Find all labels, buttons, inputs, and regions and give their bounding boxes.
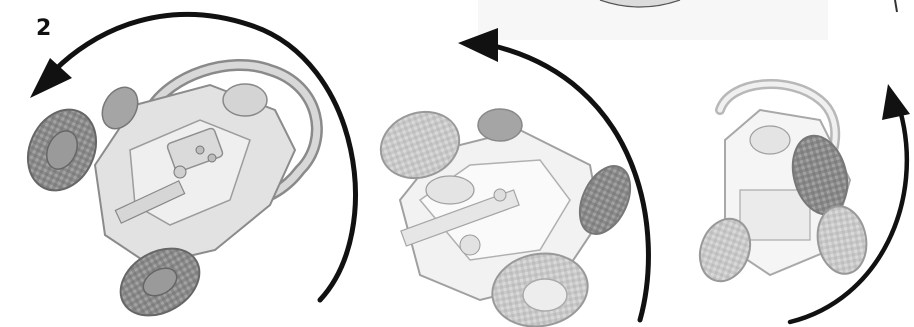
- wheel: [491, 252, 589, 327]
- rotation-arrow-icon: [30, 12, 358, 303]
- wheel: [26, 108, 98, 192]
- rotation-arrow-icon: [787, 84, 910, 325]
- wheel: [578, 165, 632, 235]
- step-number: 2: [36, 16, 52, 41]
- rotation-arrow-icon: [458, 28, 651, 323]
- wheel: [477, 108, 523, 142]
- buggy-view-1: [26, 58, 323, 317]
- wheel: [119, 247, 201, 317]
- background-fragment: [478, 0, 898, 40]
- wheel: [379, 110, 461, 180]
- wheel: [816, 205, 868, 275]
- wheel: [698, 217, 752, 283]
- wheel: [101, 86, 139, 130]
- buggy-view-2: [379, 108, 632, 327]
- buggy-view-3: [698, 79, 868, 283]
